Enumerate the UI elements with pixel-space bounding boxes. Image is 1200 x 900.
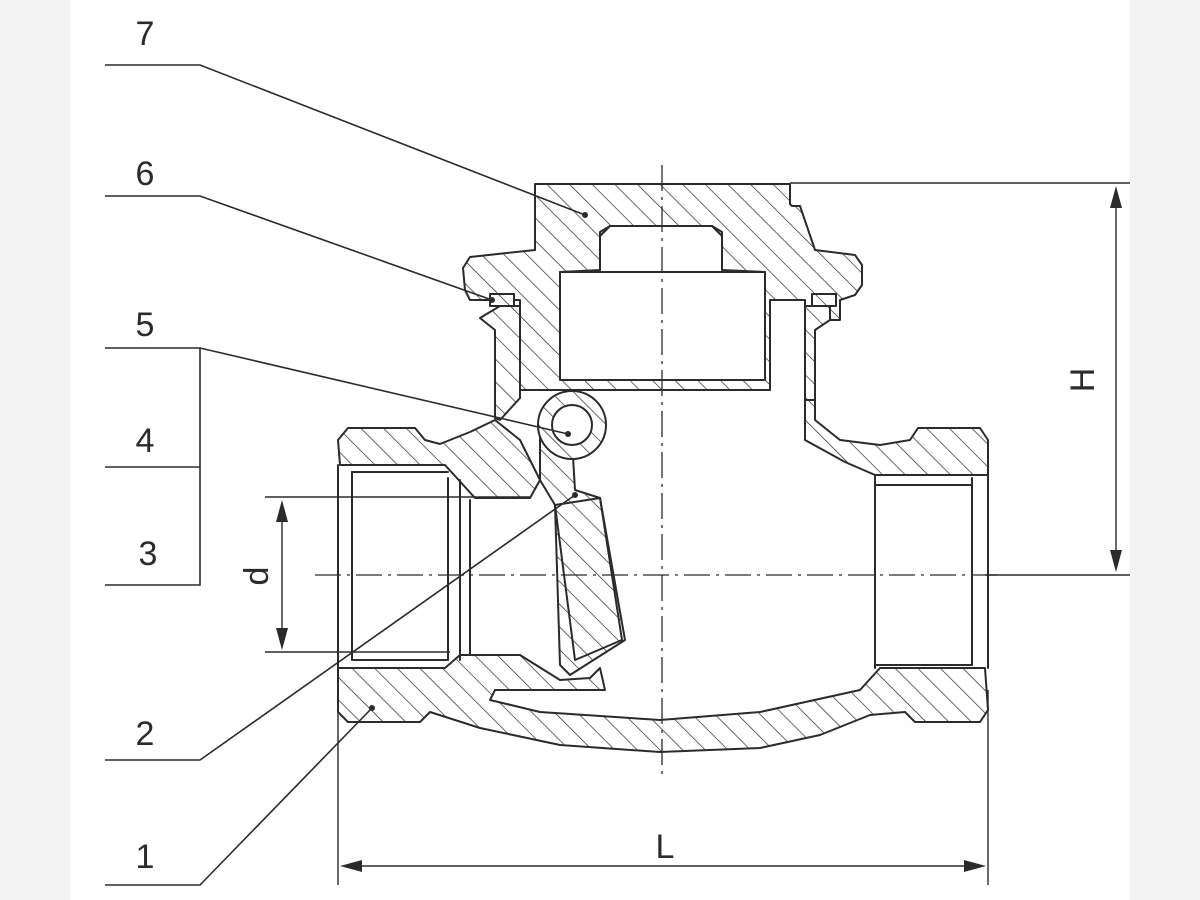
leader-6 <box>105 195 493 301</box>
callout-1: 1 <box>136 838 155 876</box>
dimension-h-label: H <box>1064 368 1102 393</box>
disc-hinge-arm <box>539 424 626 676</box>
left-thread-bounds <box>351 471 449 661</box>
body-left-bottom <box>337 654 989 753</box>
dimension-d-label: d <box>238 567 276 586</box>
dimension-l-label: L <box>656 828 675 866</box>
body-neck-left <box>479 305 521 421</box>
body-left-top <box>337 419 541 499</box>
leader-7-dot <box>582 212 588 218</box>
right-thread-bounds <box>874 484 973 666</box>
cap-boss-left <box>599 225 611 271</box>
leader-1-dot <box>369 705 375 711</box>
callout-4: 4 <box>136 422 155 460</box>
hinge-pin <box>551 404 593 446</box>
callout-6: 6 <box>136 155 155 193</box>
body-right-top <box>804 399 989 476</box>
leader-1 <box>105 707 373 886</box>
body-neck-right <box>804 305 831 401</box>
leader-2-dot <box>572 492 578 498</box>
callout-7: 7 <box>136 15 155 53</box>
leader-7 <box>105 64 586 216</box>
leader-5-dot <box>565 431 571 437</box>
callout-2: 2 <box>136 715 155 753</box>
leader-bracket-3 <box>105 348 201 586</box>
left-thread-inner <box>447 477 471 661</box>
leader-6-dot <box>489 297 495 303</box>
leader-2 <box>105 494 576 761</box>
callout-3: 3 <box>139 535 158 573</box>
gasket-right <box>811 293 837 307</box>
right-thread <box>874 474 973 669</box>
disc-face <box>554 497 623 661</box>
callout-5: 5 <box>136 306 155 344</box>
cap-boss <box>609 225 723 271</box>
